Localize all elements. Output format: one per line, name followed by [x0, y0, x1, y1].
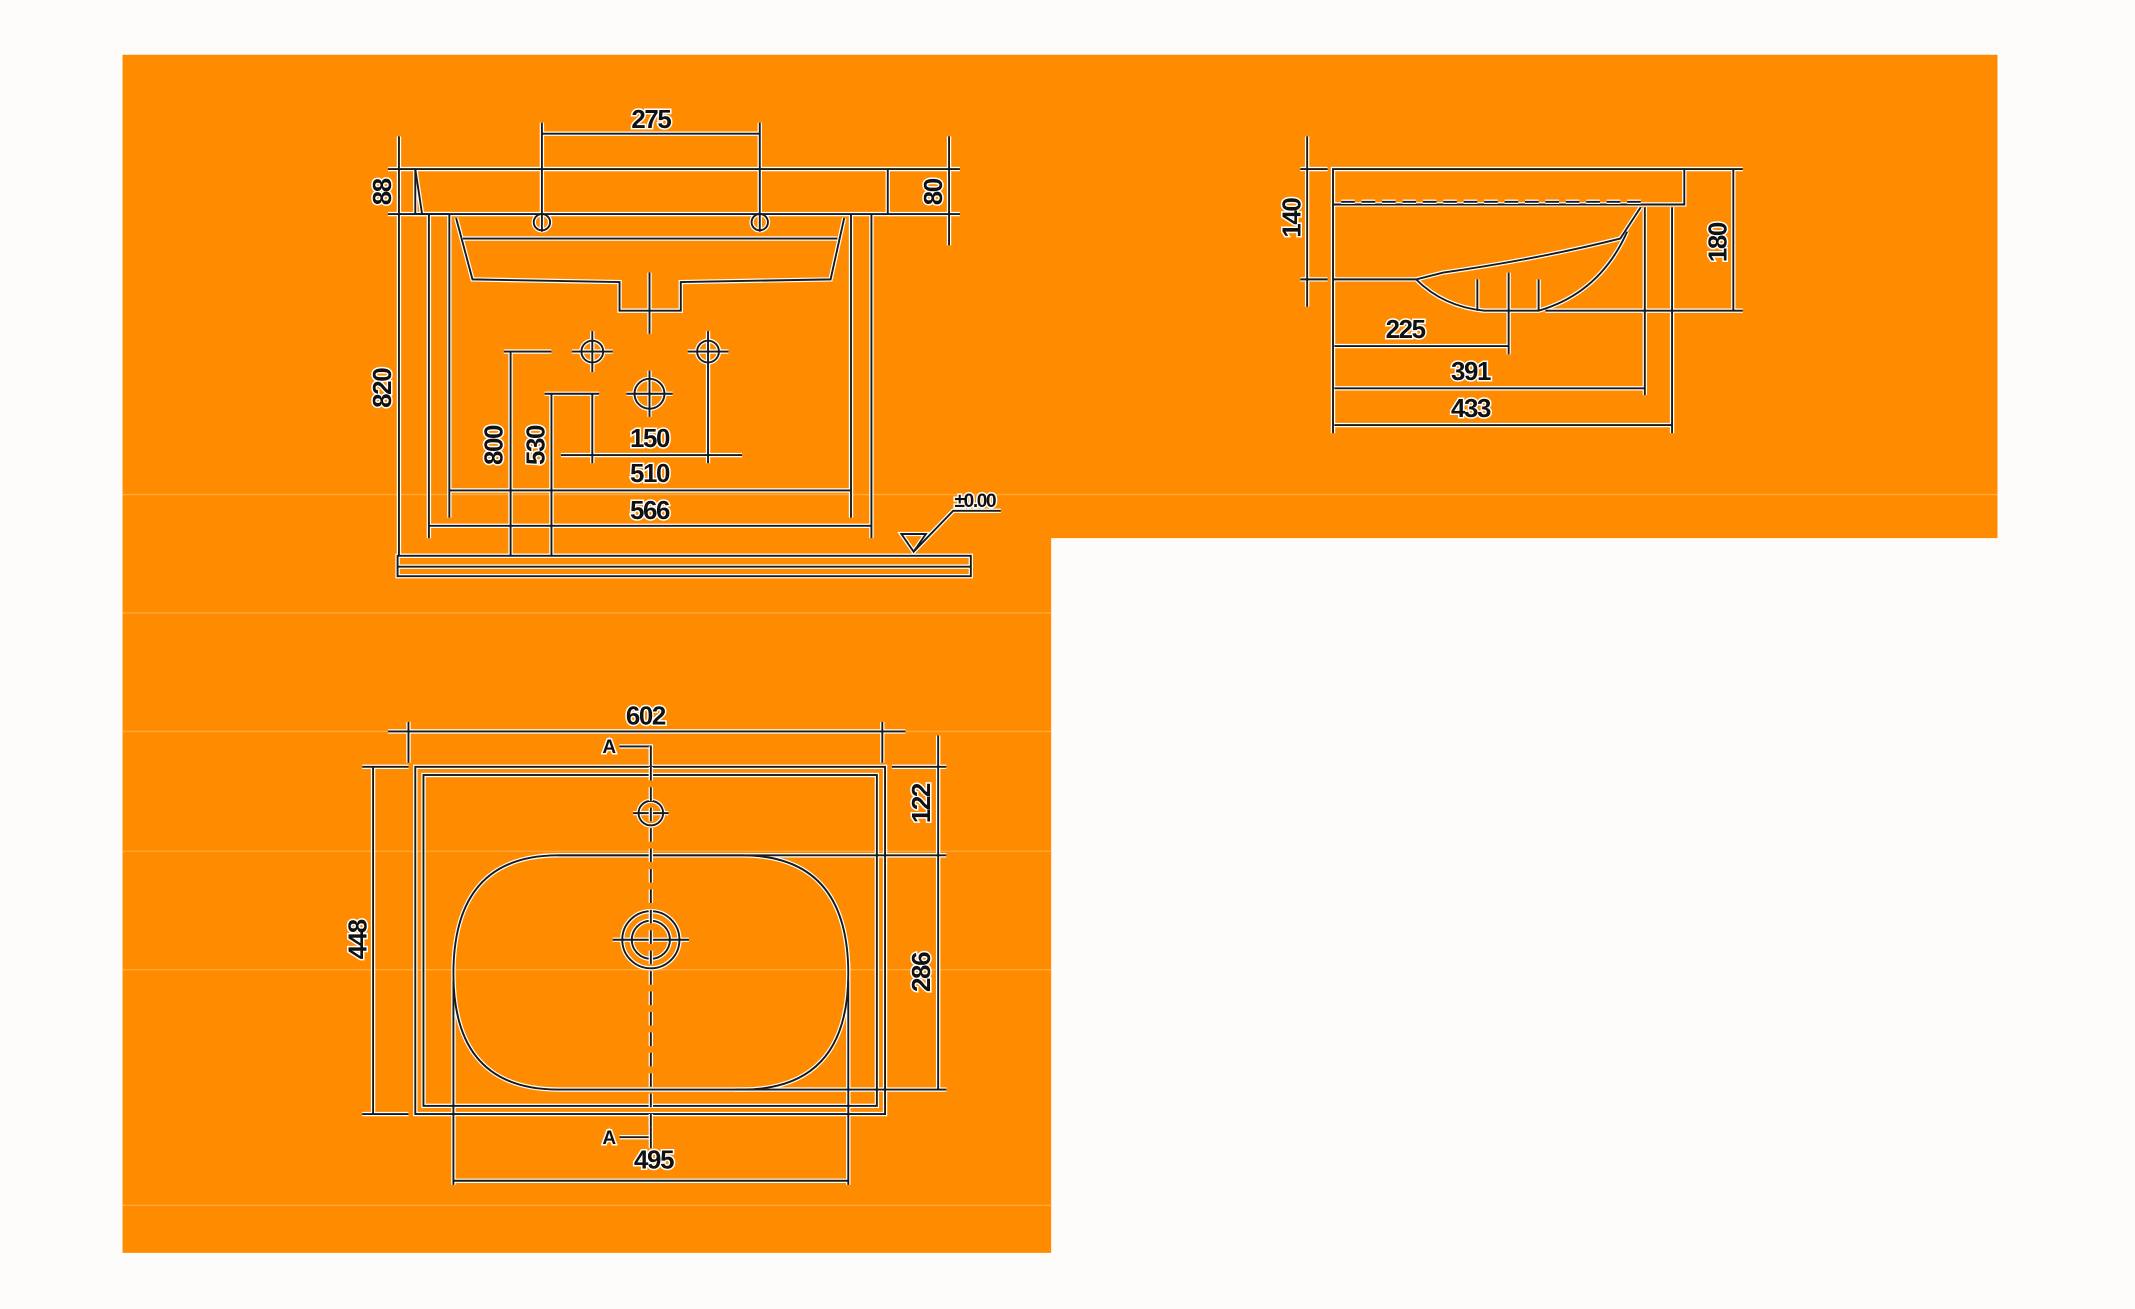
dim-supply-height: 800	[480, 425, 508, 465]
front-view: 275 88 80 820 800 530 150 510 566 ±0.00	[367, 105, 999, 527]
dim-tap-offset: 122	[908, 783, 936, 823]
dim-total-height: 820	[369, 368, 397, 408]
section-mark-bottom: A	[602, 1128, 616, 1149]
dim-inner-width: 510	[630, 460, 670, 488]
side-view: 140 180 225 391 433	[1277, 196, 1734, 424]
dim-drain-height: 530	[523, 425, 551, 465]
dim-outer-width: 566	[630, 497, 670, 525]
dim-rim-left: 88	[369, 178, 397, 205]
dim-bowl-width: 495	[634, 1147, 674, 1175]
dim-bowl-length: 286	[908, 952, 936, 992]
dim-overall-width: 602	[626, 703, 666, 731]
dim-rim-height: 140	[1278, 198, 1306, 238]
plan-view: 602 448 122 286 495 A A	[343, 701, 938, 1176]
dim-overall-height: 180	[1705, 222, 1733, 262]
dim-rim-right: 80	[920, 178, 948, 205]
dim-tap-spacing: 275	[631, 106, 671, 134]
dim-supply-spacing: 150	[630, 425, 670, 453]
dim-overall-depth-plan: 448	[344, 919, 372, 959]
dim-drain-offset: 225	[1386, 316, 1426, 344]
dim-overall-depth: 433	[1451, 395, 1491, 423]
dim-bowl-depth: 391	[1451, 358, 1491, 386]
section-mark-top: A	[602, 737, 616, 758]
floor-level-label: ±0.00	[955, 491, 996, 512]
